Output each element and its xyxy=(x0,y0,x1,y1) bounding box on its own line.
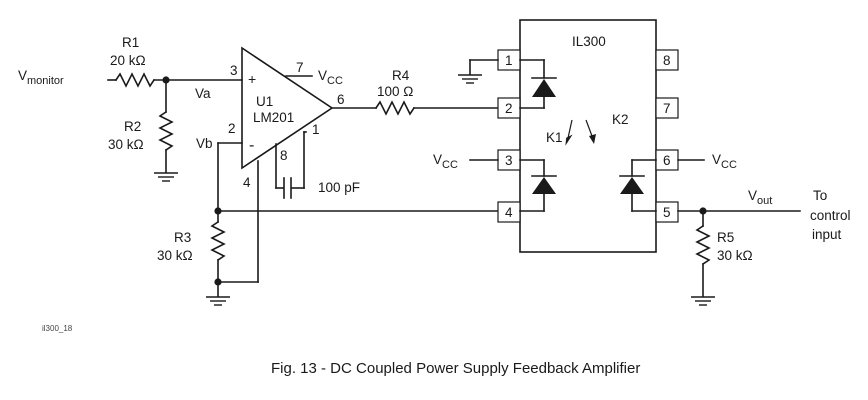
light-arrow-icon xyxy=(565,134,573,146)
r1-name: R1 xyxy=(122,35,139,50)
pin3-vcc-label: VCC xyxy=(433,152,458,171)
pin6-vcc-label: VCC xyxy=(712,152,737,171)
r5-resistor xyxy=(695,224,711,266)
il300-pin8 xyxy=(655,49,679,71)
il300-package xyxy=(519,19,657,253)
r1-resistor xyxy=(114,72,156,88)
k2-label: K2 xyxy=(612,112,629,127)
opamp-pin2: 2 xyxy=(228,121,236,136)
vmonitor-label: Vmonitor xyxy=(18,68,64,87)
k1-photodiode-icon xyxy=(532,177,556,194)
il300-pin7 xyxy=(655,97,679,119)
r5-value: 30 kΩ xyxy=(717,248,753,263)
svg-text:6: 6 xyxy=(663,153,671,168)
opamp-pin1: 1 xyxy=(312,122,320,137)
svg-text:1: 1 xyxy=(505,53,513,68)
opamp-pin6: 6 xyxy=(337,92,345,107)
opamp-pin4: 4 xyxy=(243,175,251,190)
il300-part: IL300 xyxy=(572,34,606,49)
opamp-vcc-label: VCC xyxy=(318,68,343,87)
r3-resistor xyxy=(210,220,226,262)
opamp-minus: - xyxy=(249,137,254,154)
va-label: Va xyxy=(195,86,211,101)
control-label: control xyxy=(810,208,851,223)
il300-pin4 xyxy=(497,201,521,223)
opamp-pin3: 3 xyxy=(230,63,238,78)
opamp-part: LM201 xyxy=(253,110,294,125)
opamp-plus: + xyxy=(248,71,256,87)
svg-text:3: 3 xyxy=(505,153,513,168)
r1-value: 20 kΩ xyxy=(110,53,146,68)
svg-text:7: 7 xyxy=(663,101,671,116)
r3-name: R3 xyxy=(174,230,191,245)
svg-text:2: 2 xyxy=(505,101,513,116)
capacitor-value: 100 pF xyxy=(318,180,360,195)
opamp-ref: U1 xyxy=(256,94,273,109)
r2-value: 30 kΩ xyxy=(108,137,144,152)
r3-value: 30 kΩ xyxy=(157,248,193,263)
to-label: To xyxy=(813,188,827,203)
figure-id: il300_18 xyxy=(42,324,73,333)
r4-value: 100 Ω xyxy=(377,84,413,99)
opamp-u1 xyxy=(241,46,334,170)
opamp-pin7: 7 xyxy=(296,60,304,75)
vout-label: Vout xyxy=(748,188,772,207)
r5-name: R5 xyxy=(717,230,734,245)
r2-resistor xyxy=(158,110,174,152)
figure-caption: Fig. 13 - DC Coupled Power Supply Feedba… xyxy=(271,360,640,377)
input-label: input xyxy=(812,227,842,242)
opamp-pin8: 8 xyxy=(280,148,288,163)
r4-resistor xyxy=(374,100,416,116)
k2-photodiode-icon xyxy=(620,177,644,194)
r2-name: R2 xyxy=(124,119,141,134)
vb-label: Vb xyxy=(196,136,213,151)
k1-label: K1 xyxy=(546,130,563,145)
r4-name: R4 xyxy=(392,68,410,83)
light-arrow-icon-2 xyxy=(589,134,596,144)
svg-text:5: 5 xyxy=(663,205,671,220)
il300-pin5 xyxy=(655,201,679,223)
svg-text:8: 8 xyxy=(663,53,671,68)
gnd-junction xyxy=(214,278,222,286)
led-icon xyxy=(532,79,556,97)
svg-text:4: 4 xyxy=(505,205,513,220)
